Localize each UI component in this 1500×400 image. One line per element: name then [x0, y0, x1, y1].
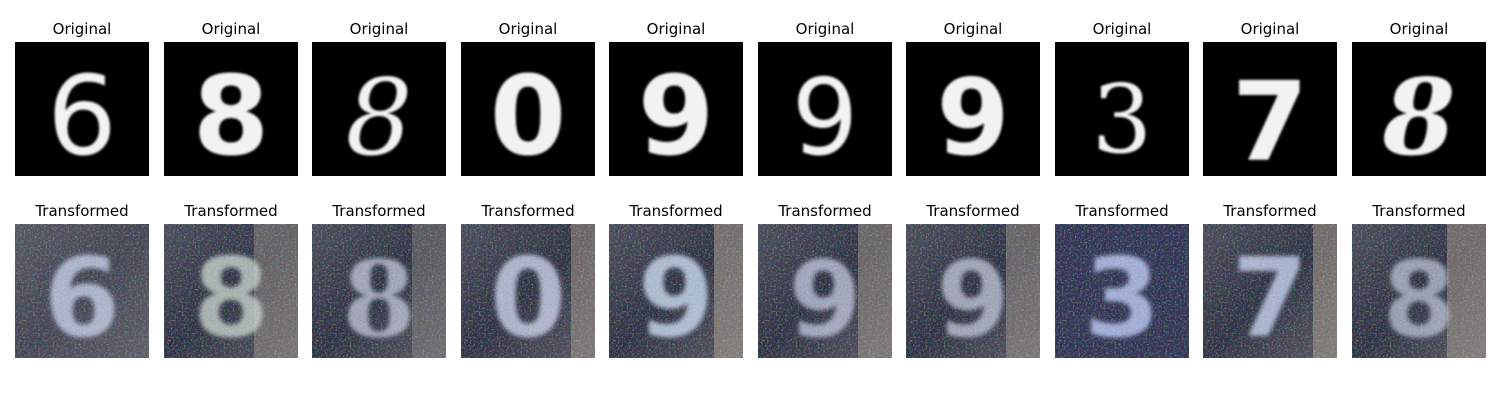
original-digit-image: 9: [906, 42, 1040, 176]
original-digit-image: 7: [1203, 42, 1337, 176]
original-title: Original: [646, 20, 706, 38]
transformed-title: Transformed: [481, 202, 575, 220]
original-digit-glyph: 0: [490, 52, 567, 176]
transformed-digit-image: 0: [461, 224, 595, 358]
original-title: Original: [349, 20, 409, 38]
transformed-digit-image: 3: [1055, 224, 1189, 358]
transformed-digit-glyph: 9: [638, 234, 715, 358]
original-digit-glyph: 9: [792, 57, 859, 176]
transformed-digit-image: 6: [15, 224, 149, 358]
original-digit-image: 9: [609, 42, 743, 176]
transformed-digit-image: 9: [609, 224, 743, 358]
transformed-digit-image: 9: [906, 224, 1040, 358]
original-digit-image: 8: [1352, 42, 1486, 176]
transformed-digit-image: 8: [164, 224, 298, 358]
transformed-title: Transformed: [926, 202, 1020, 220]
transformed-title: Transformed: [35, 202, 129, 220]
transformed-title: Transformed: [1223, 202, 1317, 220]
original-digit-image: 0: [461, 42, 595, 176]
transformed-title: Transformed: [778, 202, 872, 220]
transformed-digit-glyph: 9: [936, 239, 1009, 358]
transformed-digit-image: 9: [758, 224, 892, 358]
transformed-digit-glyph: 8: [342, 237, 415, 358]
original-title: Original: [1389, 20, 1449, 38]
transformed-digit-glyph: 9: [788, 239, 861, 358]
original-digit-image: 9: [758, 42, 892, 176]
transformed-digit-glyph: 6: [44, 234, 121, 358]
transformed-digit-image: 8: [312, 224, 446, 358]
original-digit-glyph: 8: [1381, 55, 1455, 176]
original-title: Original: [498, 20, 558, 38]
original-title: Original: [943, 20, 1003, 38]
original-title: Original: [1240, 20, 1300, 38]
original-digit-glyph: 9: [936, 57, 1009, 176]
original-digit-glyph: 9: [638, 52, 715, 176]
original-digit-image: 8: [312, 42, 446, 176]
original-digit-glyph: 8: [346, 57, 413, 176]
original-title: Original: [52, 20, 112, 38]
transformed-digit-glyph: 7: [1232, 234, 1309, 358]
original-title: Original: [1092, 20, 1152, 38]
transformed-title: Transformed: [629, 202, 723, 220]
original-title: Original: [795, 20, 855, 38]
original-title: Original: [201, 20, 261, 38]
original-digit-image: 6: [15, 42, 149, 176]
transformed-title: Transformed: [1372, 202, 1466, 220]
original-digit-image: 8: [164, 42, 298, 176]
transformed-digit-glyph: 0: [490, 234, 567, 358]
transformed-title: Transformed: [1075, 202, 1169, 220]
transformed-title: Transformed: [184, 202, 278, 220]
original-digit-glyph: 8: [193, 52, 270, 176]
transformed-digit-image: 8: [1352, 224, 1486, 358]
transformed-digit-glyph: 3: [1084, 234, 1161, 358]
transformed-digit-glyph: 8: [1382, 239, 1455, 358]
original-digit-glyph: 7: [1232, 58, 1309, 176]
original-digit-glyph: 6: [47, 52, 117, 176]
transformed-title: Transformed: [332, 202, 426, 220]
original-digit-glyph: 3: [1092, 65, 1152, 175]
transformed-digit-image: 7: [1203, 224, 1337, 358]
transformed-digit-glyph: 8: [193, 234, 270, 358]
original-digit-image: 3: [1055, 42, 1189, 176]
